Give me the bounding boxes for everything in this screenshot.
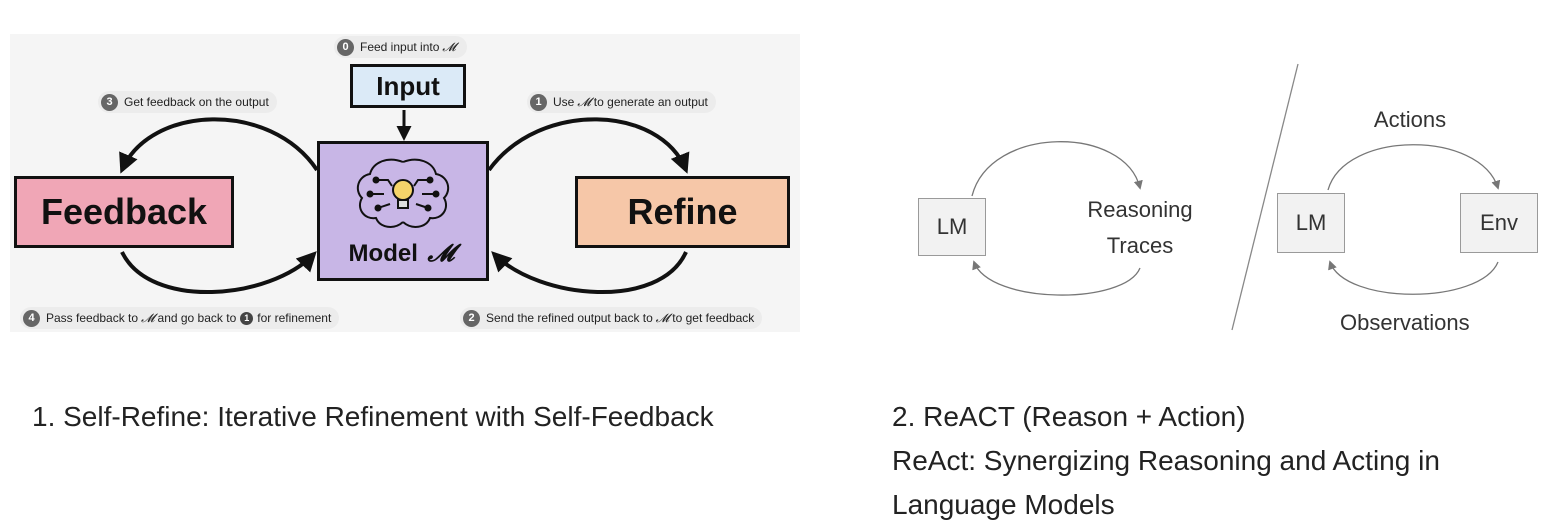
observations-label: Observations	[1340, 310, 1470, 330]
arrow-refine-to-model	[494, 252, 686, 292]
model-symbol: 𝓜	[656, 311, 669, 326]
arrow-model-to-feedback	[122, 119, 317, 170]
step-1-label: 1 Use 𝓜 to generate an output	[527, 91, 716, 113]
env-box: Env	[1460, 193, 1538, 253]
arrow-feedback-to-model	[122, 252, 314, 292]
step-4-text-mid: and go back to	[158, 311, 237, 325]
step-2-label: 2 Send the refined output back to 𝓜 to g…	[460, 307, 762, 329]
step-1-text-post: to generate an output	[594, 95, 708, 109]
step-1-text-pre: Use	[553, 95, 574, 109]
step-4-label: 4 Pass feedback to 𝓜 and go back to 1 fo…	[20, 307, 339, 329]
lm-box-left: LM	[918, 198, 986, 256]
react-caption: 2. ReACT (Reason + Action) ReAct: Synerg…	[892, 395, 1440, 527]
step-3-number: 3	[101, 94, 118, 111]
step-4-text-post: for refinement	[257, 311, 331, 325]
reasoning-traces-label: Reasoning Traces	[1070, 192, 1210, 264]
arrow-env-to-lm	[1330, 262, 1498, 294]
reasoning-line-1: Reasoning	[1070, 192, 1210, 228]
step-1-number: 1	[530, 94, 547, 111]
step-2-text-post: to get feedback	[672, 311, 754, 325]
feedback-box: Feedback	[14, 176, 234, 248]
step-3-text: Get feedback on the output	[124, 95, 269, 109]
model-box: Model 𝓜	[317, 141, 489, 281]
self-refine-caption: 1. Self-Refine: Iterative Refinement wit…	[32, 395, 714, 439]
model-symbol: 𝓜	[577, 95, 590, 110]
model-text: Model	[349, 240, 418, 267]
arrow-lm-to-env	[1328, 145, 1498, 190]
model-label: Model 𝓜	[349, 238, 458, 268]
arrow-reasoning-to-lm	[974, 262, 1140, 295]
actions-label: Actions	[1350, 102, 1470, 138]
step-2-text-pre: Send the refined output back to	[486, 311, 653, 325]
step-4-number: 4	[23, 310, 40, 327]
model-symbol: 𝓜	[442, 40, 455, 55]
react-caption-line-2: ReAct: Synergizing Reasoning and Acting …	[892, 439, 1440, 483]
step-ref-number: 1	[240, 312, 253, 325]
step-0-text: Feed input into	[360, 40, 439, 54]
step-0-label: 0 Feed input into 𝓜	[334, 36, 467, 58]
step-3-label: 3 Get feedback on the output	[98, 91, 277, 113]
observations-label-clip: Observations	[1300, 306, 1540, 330]
brain-lightbulb-icon	[348, 154, 458, 234]
reasoning-line-2: Traces	[1070, 228, 1210, 264]
step-4-text-pre: Pass feedback to	[46, 311, 138, 325]
step-0-number: 0	[337, 39, 354, 56]
input-box: Input	[350, 64, 466, 108]
react-caption-line-1: 2. ReACT (Reason + Action)	[892, 395, 1440, 439]
arrow-model-to-refine	[489, 119, 686, 170]
react-caption-line-3: Language Models	[892, 483, 1440, 527]
model-symbol: 𝓜	[428, 238, 455, 267]
lm-box-right: LM	[1277, 193, 1345, 253]
step-2-number: 2	[463, 310, 480, 327]
arrow-lm-to-reasoning	[972, 142, 1140, 196]
model-symbol: 𝓜	[141, 311, 154, 326]
refine-box: Refine	[575, 176, 790, 248]
